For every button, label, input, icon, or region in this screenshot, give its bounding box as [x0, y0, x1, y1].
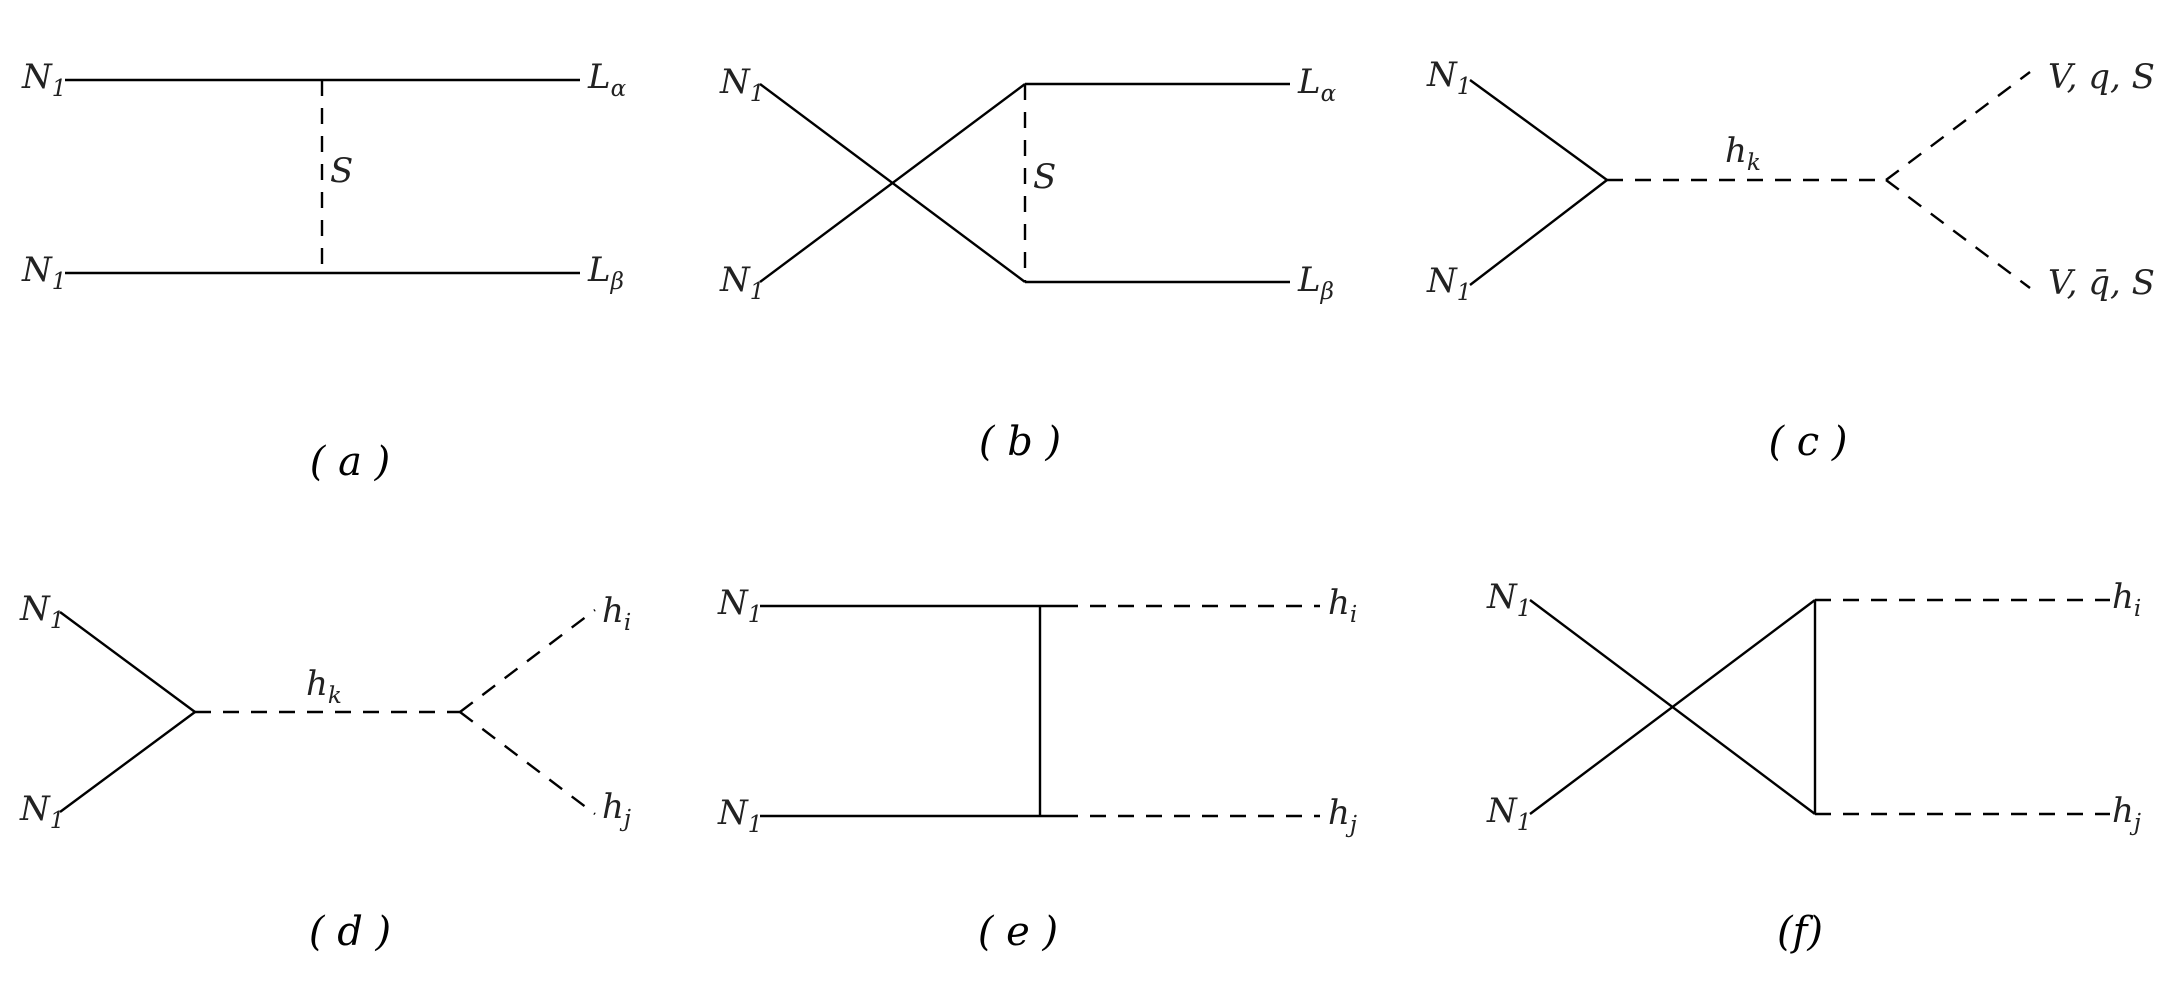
- label-out-bottom: Lβ: [587, 250, 624, 295]
- label-in-bottom: N1: [1426, 261, 1471, 306]
- label-in-top: N1: [719, 62, 764, 107]
- caption-f: (f): [1777, 909, 1823, 955]
- label-propagator: S: [1033, 157, 1056, 197]
- label-in-top: N1: [717, 583, 762, 628]
- label-out-top: Lα: [587, 57, 627, 102]
- label-propagator: hk: [306, 664, 342, 709]
- diagram-f: N1 N1 hi hj (f): [1486, 577, 2141, 955]
- caption-e: ( e ): [978, 909, 1058, 955]
- label-out-bottom: hj: [1328, 793, 1357, 838]
- fermion-line-cross-2: [759, 83, 1026, 283]
- label-out-top: Lα: [1297, 62, 1337, 107]
- caption-d: ( d ): [309, 909, 391, 955]
- fermion-line-in-top: [59, 611, 196, 713]
- outgoing-line-bottom: [459, 711, 596, 815]
- label-in-top: N1: [1486, 577, 1531, 622]
- caption-c: ( c ): [1768, 419, 1847, 465]
- label-out-bottom: hj: [602, 787, 631, 832]
- outgoing-line-bottom: [1885, 179, 2031, 289]
- label-out-top: V, q, S: [2048, 57, 2155, 97]
- fermion-line-in-bottom: [1469, 179, 1608, 286]
- fermion-line-cross-2: [1529, 599, 1816, 815]
- caption-a: ( a ): [310, 439, 391, 485]
- diagram-c: N1 N1 hk V, q, S V, q̄, S ( c ): [1426, 55, 2155, 465]
- diagram-a: N1 N1 Lα Lβ S ( a ): [21, 57, 627, 485]
- label-in-bottom: N1: [21, 250, 66, 295]
- label-propagator: hk: [1725, 131, 1761, 176]
- label-out-top: hi: [602, 591, 631, 636]
- diagram-d: N1 N1 hk hi hj ( d ): [19, 589, 631, 955]
- fermion-line-in-top: [1469, 79, 1608, 181]
- caption-b: ( b ): [979, 419, 1061, 465]
- label-in-bottom: N1: [19, 789, 64, 834]
- label-out-bottom: Lβ: [1297, 260, 1334, 305]
- label-in-top: N1: [1426, 55, 1471, 100]
- label-out-top: hi: [2112, 577, 2141, 622]
- label-out-bottom: hj: [2112, 791, 2141, 836]
- label-out-top: hi: [1328, 583, 1357, 628]
- label-in-top: N1: [19, 589, 64, 634]
- label-in-top: N1: [21, 57, 66, 102]
- outgoing-line-top: [459, 609, 596, 713]
- label-in-bottom: N1: [1486, 791, 1531, 836]
- label-in-bottom: N1: [719, 260, 764, 305]
- label-out-bottom: V, q̄, S: [2048, 263, 2155, 303]
- fermion-line-in-bottom: [59, 711, 196, 813]
- label-in-bottom: N1: [717, 793, 762, 838]
- outgoing-line-top: [1885, 71, 2031, 181]
- diagram-e: N1 N1 hi hj ( e ): [717, 583, 1357, 955]
- label-propagator: S: [330, 151, 353, 191]
- diagram-b: N1 N1 Lα Lβ S ( b ): [719, 62, 1337, 465]
